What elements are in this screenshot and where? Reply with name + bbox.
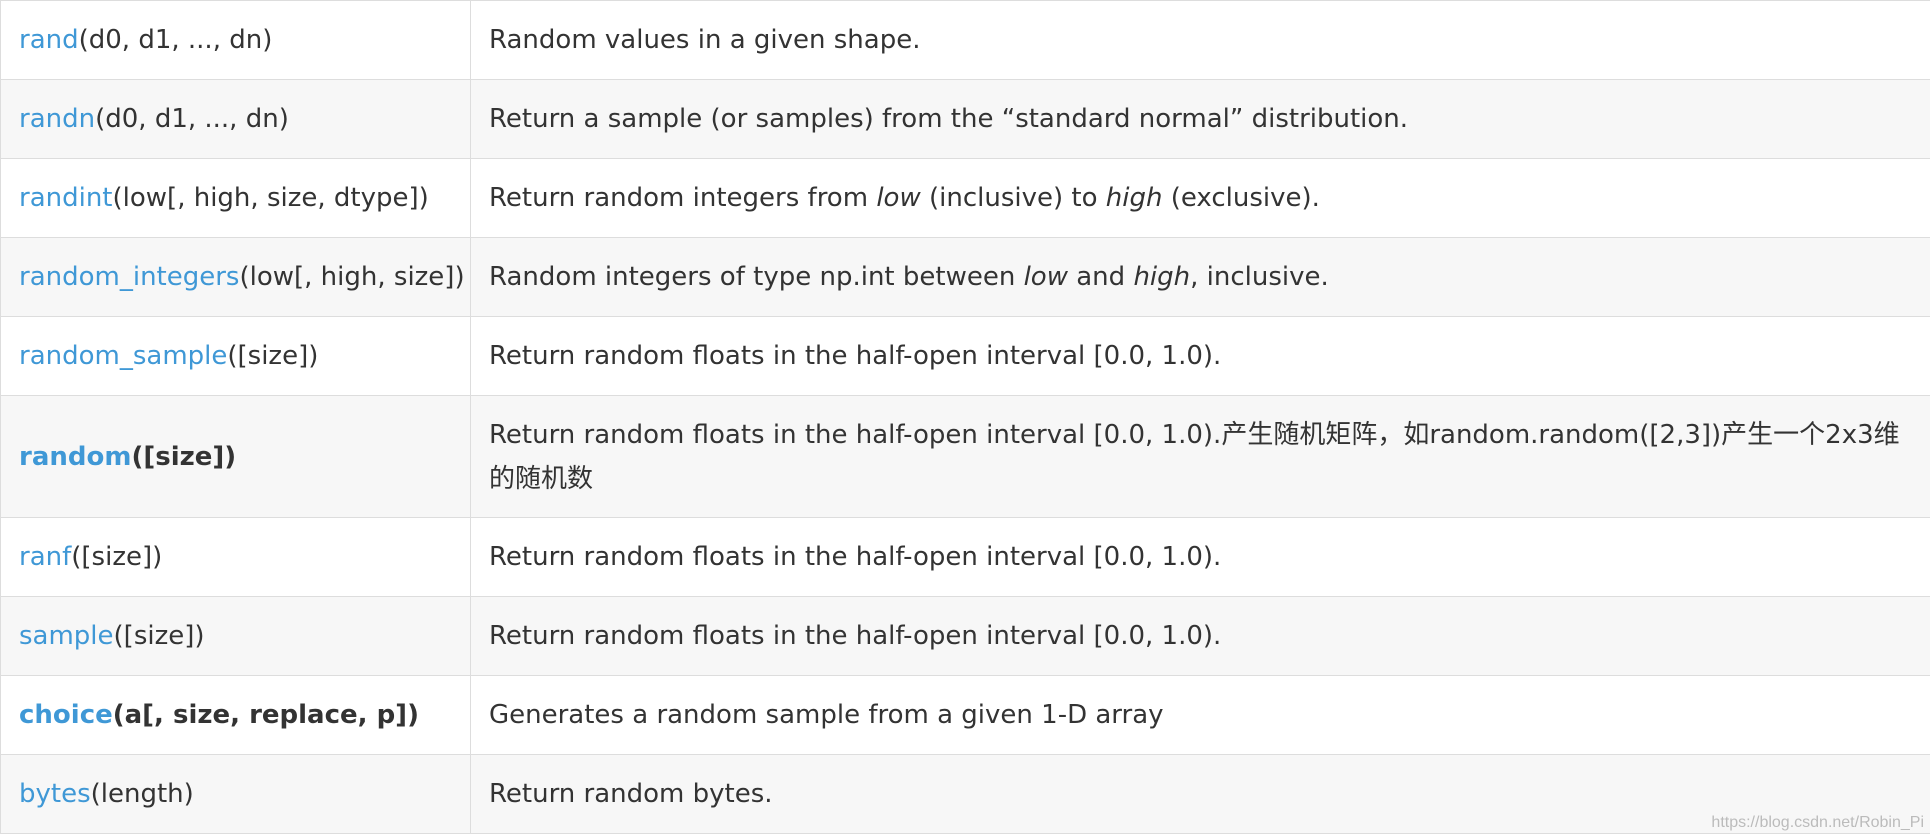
- function-description: Return random floats in the half-open in…: [470, 517, 1930, 597]
- function-link-randint[interactable]: randint: [19, 183, 113, 213]
- description-text: Return random floats in the half-open in…: [489, 341, 1222, 371]
- table-row: random_sample([size]) Return random floa…: [0, 316, 1930, 396]
- function-args: (low[, high, size, dtype]): [112, 183, 429, 213]
- watermark: https://blog.csdn.net/Robin_Pi: [1711, 814, 1924, 831]
- description-text: Random integers of type np.int between: [489, 262, 1024, 292]
- function-description: Return random floats in the half-open in…: [470, 316, 1930, 396]
- function-signature: random_sample([size]): [0, 316, 471, 396]
- function-link-random-sample[interactable]: random_sample: [19, 341, 228, 371]
- description-emphasis: low: [876, 183, 921, 213]
- function-args: ([size]): [131, 441, 237, 472]
- function-description: Return random floats in the half-open in…: [470, 596, 1930, 676]
- table-row: randn(d0, d1, ..., dn) Return a sample (…: [0, 79, 1930, 159]
- description-text: Random values in a given shape.: [489, 25, 921, 55]
- function-description: Return a sample (or samples) from the “s…: [470, 79, 1930, 159]
- function-args: (d0, d1, ..., dn): [95, 104, 289, 134]
- function-link-randn[interactable]: randn: [19, 104, 96, 134]
- function-link-choice[interactable]: choice: [19, 700, 113, 730]
- table-row: ranf([size]) Return random floats in the…: [0, 517, 1930, 597]
- function-signature: bytes(length): [0, 754, 471, 834]
- function-description: Return random integers from low (inclusi…: [470, 158, 1930, 238]
- description-emphasis: low: [1023, 262, 1068, 292]
- table-row: rand(d0, d1, ..., dn) Random values in a…: [0, 0, 1930, 80]
- table-row: sample([size]) Return random floats in t…: [0, 596, 1930, 676]
- function-link-random-integers[interactable]: random_integers: [19, 262, 240, 292]
- description-text: Return random bytes.: [489, 779, 773, 809]
- function-args: (a[, size, replace, p]): [112, 700, 419, 730]
- function-args: ([size]): [71, 542, 163, 572]
- description-text: Return random floats in the half-open in…: [489, 621, 1222, 651]
- table-row: randint(low[, high, size, dtype]) Return…: [0, 158, 1930, 238]
- function-link-bytes[interactable]: bytes: [19, 779, 91, 809]
- description-text: Return random floats in the half-open in…: [489, 419, 1900, 494]
- description-emphasis: high: [1105, 183, 1163, 213]
- function-description: Return random bytes.: [470, 754, 1930, 834]
- function-description: Generates a random sample from a given 1…: [470, 675, 1930, 755]
- function-signature: random_integers(low[, high, size]): [0, 237, 471, 317]
- function-args: ([size]): [113, 621, 205, 651]
- function-args: (d0, d1, ..., dn): [78, 25, 273, 55]
- table-row: random([size]) Return random floats in t…: [0, 395, 1930, 518]
- function-description: Random values in a given shape.: [470, 0, 1930, 80]
- function-signature: choice(a[, size, replace, p]): [0, 675, 471, 755]
- description-text: (exclusive).: [1162, 183, 1320, 213]
- function-link-rand[interactable]: rand: [19, 25, 79, 55]
- function-signature: sample([size]): [0, 596, 471, 676]
- description-text: Return random integers from: [489, 183, 877, 213]
- function-link-sample[interactable]: sample: [19, 621, 114, 651]
- function-args: (length): [90, 779, 194, 809]
- description-text: Generates a random sample from a given 1…: [489, 700, 1164, 730]
- function-args: ([size]): [227, 341, 319, 371]
- description-emphasis: high: [1133, 262, 1191, 292]
- function-signature: ranf([size]): [0, 517, 471, 597]
- function-link-ranf[interactable]: ranf: [19, 542, 72, 572]
- description-text: Return a sample (or samples) from the “s…: [489, 104, 1409, 134]
- table-row: choice(a[, size, replace, p]) Generates …: [0, 675, 1930, 755]
- description-text: , inclusive.: [1190, 262, 1329, 292]
- description-text: Return random floats in the half-open in…: [489, 542, 1222, 572]
- function-signature: random([size]): [0, 395, 471, 518]
- function-signature: rand(d0, d1, ..., dn): [0, 0, 471, 80]
- function-description: Random integers of type np.int between l…: [470, 237, 1930, 317]
- function-description: Return random floats in the half-open in…: [470, 395, 1930, 518]
- function-args: (low[, high, size]): [239, 262, 465, 292]
- table-row: random_integers(low[, high, size]) Rando…: [0, 237, 1930, 317]
- description-text: and: [1067, 262, 1134, 292]
- description-text: (inclusive) to: [920, 183, 1106, 213]
- table-row: bytes(length) Return random bytes.: [0, 754, 1930, 834]
- function-signature: randn(d0, d1, ..., dn): [0, 79, 471, 159]
- function-signature: randint(low[, high, size, dtype]): [0, 158, 471, 238]
- function-link-random[interactable]: random: [19, 441, 132, 472]
